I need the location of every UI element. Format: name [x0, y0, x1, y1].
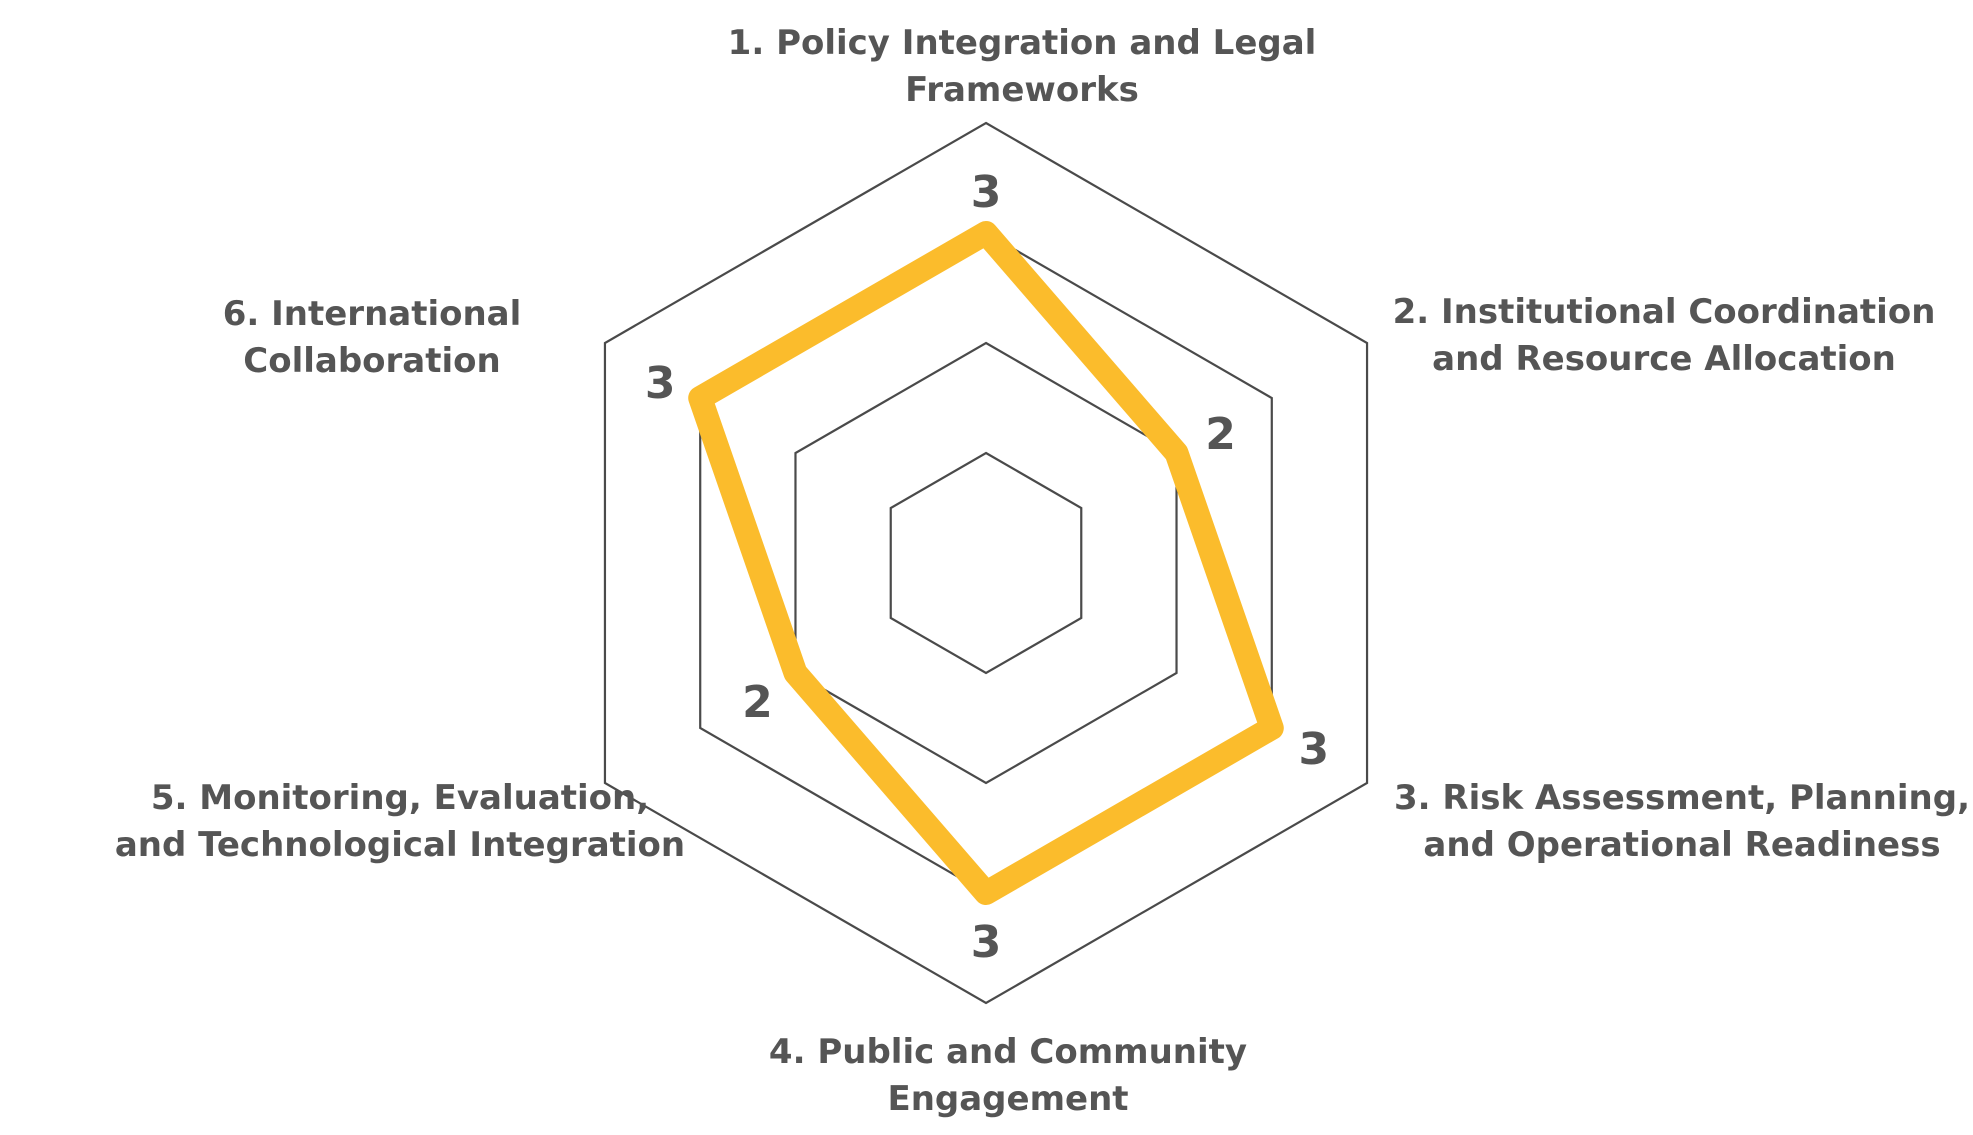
axis-label-1-line-1: 1. Policy Integration and Legal — [728, 23, 1317, 63]
radar-grid — [603, 121, 1369, 1005]
axis-label-3-line-1: 3. Risk Assessment, Planning, — [1394, 778, 1970, 818]
axis-label-4-line-1: 4. Public and Community — [769, 1032, 1247, 1072]
value-label-3: 3 — [1298, 724, 1329, 775]
axis-label-1-line-2: Frameworks — [905, 70, 1139, 110]
value-label-2: 2 — [1205, 409, 1236, 460]
grid-ring-4 — [603, 121, 1369, 1005]
axis-label-5-line-1: 5. Monitoring, Evaluation, — [151, 778, 649, 818]
axis-label-5: 5. Monitoring, Evaluation, and Technologi… — [115, 778, 685, 865]
axis-label-4-line-2: Engagement — [887, 1079, 1128, 1119]
axis-label-2-line-2: and Resource Allocation — [1432, 339, 1896, 379]
grid-ring-3 — [699, 231, 1273, 895]
radar-series — [688, 221, 1284, 905]
grid-ring-2 — [794, 341, 1178, 785]
series-polygon — [688, 221, 1284, 905]
axis-label-3-line-2: and Operational Readiness — [1423, 825, 1940, 865]
axis-label-5-line-2: and Technological Integration — [115, 825, 685, 865]
value-labels: 3 2 3 3 2 3 — [645, 167, 1329, 968]
value-label-1: 3 — [971, 167, 1002, 218]
value-label-5: 2 — [742, 677, 773, 728]
grid-ring-1 — [889, 451, 1083, 675]
axis-label-2-line-1: 2. Institutional Coordination — [1393, 292, 1936, 332]
value-label-4: 3 — [971, 917, 1002, 968]
axis-label-6-line-2: Collaboration — [243, 341, 500, 381]
axis-label-3: 3. Risk Assessment, Planning, and Operati… — [1394, 778, 1970, 865]
axis-label-6-line-1: 6. International — [223, 294, 522, 334]
axis-label-2: 2. Institutional Coordination and Resourc… — [1393, 292, 1936, 379]
value-label-6: 3 — [645, 358, 676, 409]
